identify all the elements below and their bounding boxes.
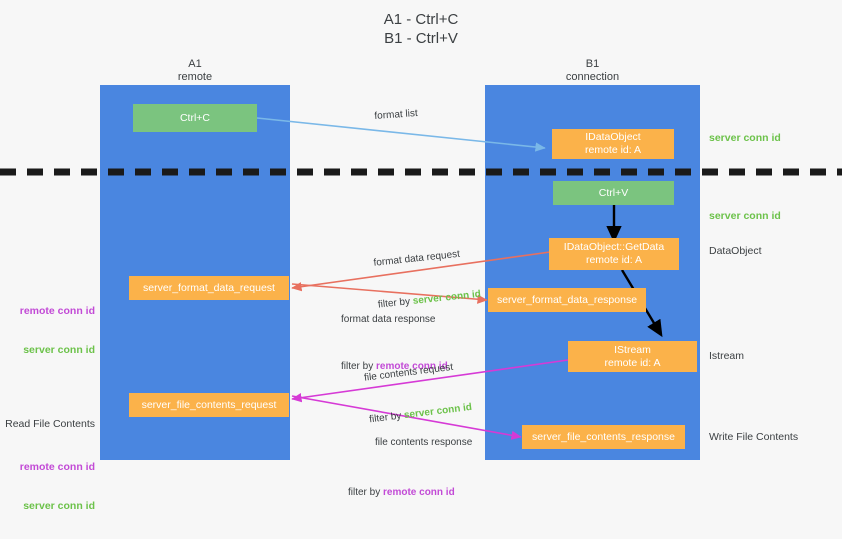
box-istream[interactable]: IStream remote id: A <box>568 341 697 372</box>
right-label-istream: Istream <box>709 350 745 362</box>
left-label-remote-conn-id-low: remote conn id <box>19 461 95 473</box>
left-label-server-conn-id-mid: server conn id <box>23 344 95 356</box>
box-idataobject[interactable]: IDataObject remote id: A <box>552 129 674 159</box>
lane-header-b1: B1 connection <box>565 58 620 83</box>
right-label-server-conn-id-mid: server conn id <box>709 210 781 222</box>
edge-label-format-data-response-text: format data response <box>341 314 436 325</box>
left-label-server-conn-id-low: server conn id <box>23 500 95 512</box>
edge-label-file-contents-request-text: file contents request <box>363 361 454 384</box>
left-label-conn-ids-mid: remote conn id server conn id <box>0 279 95 383</box>
right-label-server-conn-id-top: server conn id <box>709 132 781 144</box>
edge-label-format-data-response-filter: filter by remote conn id <box>341 361 448 372</box>
left-label-read-file-contents-group: Read File Contents remote conn id server… <box>0 392 95 539</box>
edge-label-file-contents-response: file contents response filter by remote … <box>348 408 473 528</box>
box-server-format-data-request[interactable]: server_format_data_request <box>129 276 289 300</box>
edge-label-format-data-request-text: format data request <box>373 248 461 269</box>
left-label-read-file-contents: Read File Contents <box>5 418 95 430</box>
box-idataobject-getdata[interactable]: IDataObject::GetData remote id: A <box>549 238 679 270</box>
edge-label-format-list: format list <box>374 107 419 122</box>
box-ctrl-v[interactable]: Ctrl+V <box>553 181 674 205</box>
edge-label-format-data-response: format data response filter by remote co… <box>341 285 448 402</box>
box-ctrl-c[interactable]: Ctrl+C <box>133 104 257 132</box>
right-label-write-file-contents: Write File Contents <box>709 431 799 443</box>
left-label-remote-conn-id-mid: remote conn id <box>19 305 95 317</box>
page-title: A1 - Ctrl+C B1 - Ctrl+V <box>383 11 459 47</box>
diagram-canvas: A1 - Ctrl+C B1 - Ctrl+V A1 remote B1 con… <box>0 11 842 512</box>
lane-header-a1: A1 remote <box>177 58 213 83</box>
edge-label-file-contents-response-text: file contents response <box>375 437 473 448</box>
box-server-file-contents-request[interactable]: server_file_contents_request <box>129 393 289 417</box>
box-server-file-contents-response[interactable]: server_file_contents_response <box>522 425 685 449</box>
edge-label-file-contents-response-filter: filter by remote conn id <box>348 487 455 498</box>
right-label-dataobject: DataObject <box>709 245 762 257</box>
box-server-format-data-response[interactable]: server_format_data_response <box>488 288 646 312</box>
dashed-divider <box>0 168 842 176</box>
